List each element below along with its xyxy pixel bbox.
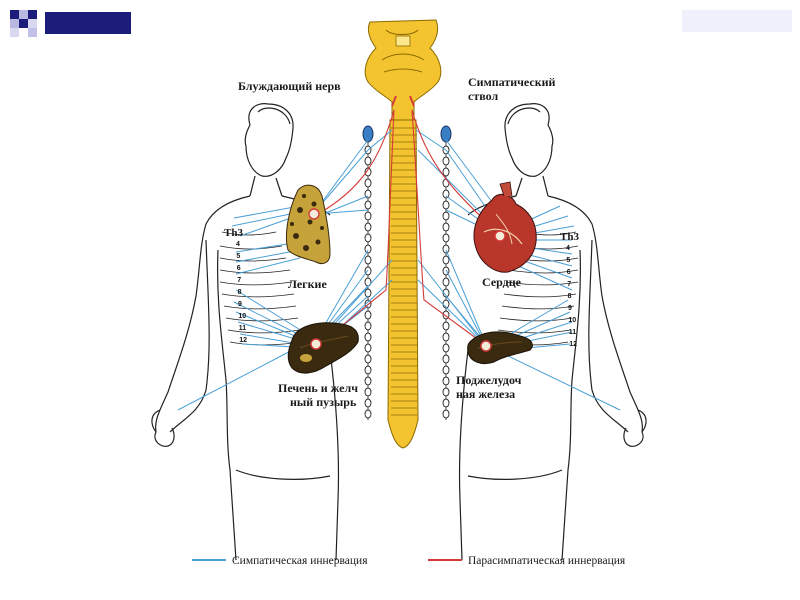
pancreas-illustration: [468, 332, 533, 364]
th3-label-left: Th3: [224, 227, 243, 239]
trunk-ganglion: [365, 333, 371, 341]
trunk-ganglion: [443, 410, 449, 418]
segment-number: 7: [567, 281, 571, 288]
heart-illustration: [474, 182, 536, 272]
trunk-ganglion: [365, 245, 371, 253]
segment-number: 10: [568, 317, 576, 324]
sympathetic-trunk-right: [441, 126, 451, 420]
lungs-label: Легкие: [288, 277, 327, 291]
segment-number: 12: [569, 341, 577, 348]
sympathetic-trunk-label-line1: Симпатический: [468, 75, 556, 89]
pancreas-label-line2: ная железа: [456, 387, 515, 401]
liver-label-line2: ный пузырь: [290, 395, 357, 409]
trunk-ganglion: [443, 157, 449, 165]
legend: Симпатическая иннервация Парасимпатическ…: [192, 555, 626, 567]
heart-label: Сердце: [482, 275, 522, 289]
sympathetic-trunk-label-line2: ствол: [468, 89, 498, 103]
segment-number: 5: [236, 253, 240, 260]
right-body-outline: [459, 104, 646, 560]
trunk-ganglion: [443, 168, 449, 176]
trunk-ganglion: [365, 410, 371, 418]
vagus-nerve-label: Блуждающий нерв: [238, 79, 341, 93]
trunk-ganglion: [443, 399, 449, 407]
trunk-ganglion: [365, 289, 371, 297]
trunk-ganglion: [443, 190, 449, 198]
trunk-ganglion: [365, 179, 371, 187]
segment-number: 8: [568, 293, 572, 300]
left-segment-numbers: Th3 4 5 6 7 8 9 10 11 12: [224, 227, 247, 344]
trunk-ganglion: [365, 311, 371, 319]
trunk-ganglion: [365, 377, 371, 385]
th3-label-right: Th3: [560, 231, 579, 243]
trunk-ganglion: [365, 223, 371, 231]
segment-number: 9: [238, 301, 242, 308]
trunk-ganglion: [443, 212, 449, 220]
brainstem: [365, 20, 441, 120]
trunk-ganglion: [365, 201, 371, 209]
liver-label-line1: Печень и желч: [278, 381, 358, 395]
segment-number: 12: [239, 337, 247, 344]
trunk-ganglion: [365, 267, 371, 275]
liver-illustration: [288, 323, 358, 373]
right-cervical-ganglion: [441, 126, 451, 142]
trunk-ganglion: [443, 388, 449, 396]
trunk-ganglion: [365, 212, 371, 220]
trunk-ganglion: [443, 333, 449, 341]
trunk-ganglion: [443, 234, 449, 242]
lung-illustration: [286, 185, 330, 263]
trunk-ganglion: [365, 256, 371, 264]
slide-corner-decoration-right: [682, 10, 792, 32]
segment-number: 9: [568, 305, 572, 312]
spinal-cord: [388, 120, 418, 448]
segment-number: 11: [569, 329, 577, 336]
trunk-ganglion: [443, 201, 449, 209]
trunk-ganglion: [443, 377, 449, 385]
segment-number: 7: [237, 277, 241, 284]
segment-number: 6: [567, 269, 571, 276]
trunk-ganglion: [365, 157, 371, 165]
trunk-ganglion: [365, 234, 371, 242]
trunk-ganglion: [443, 278, 449, 286]
trunk-ganglion: [443, 223, 449, 231]
trunk-ganglion: [365, 388, 371, 396]
segment-number: 4: [566, 245, 570, 252]
segment-number: 11: [239, 325, 247, 332]
left-cervical-ganglion: [363, 126, 373, 142]
slide-corner-decoration: [10, 10, 131, 37]
trunk-ganglion: [443, 256, 449, 264]
trunk-ganglion: [443, 344, 449, 352]
trunk-ganglion: [443, 322, 449, 330]
pancreas-label-line1: Поджелудоч: [456, 373, 522, 387]
trunk-ganglion: [443, 245, 449, 253]
segment-number: 4: [236, 241, 240, 248]
trunk-ganglion: [443, 355, 449, 363]
trunk-ganglion: [365, 322, 371, 330]
segment-number: 6: [237, 265, 241, 272]
trunk-ganglion: [365, 399, 371, 407]
trunk-ganglion: [365, 366, 371, 374]
legend-sympathetic-label: Симпатическая иннервация: [232, 555, 368, 567]
segment-number: 8: [238, 289, 242, 296]
trunk-ganglion: [365, 355, 371, 363]
legend-parasympathetic-label: Парасимпатическая иннервация: [468, 555, 626, 567]
trunk-ganglion: [365, 344, 371, 352]
trunk-ganglion: [443, 366, 449, 374]
segment-number: 5: [566, 257, 570, 264]
segment-number: 10: [238, 313, 246, 320]
